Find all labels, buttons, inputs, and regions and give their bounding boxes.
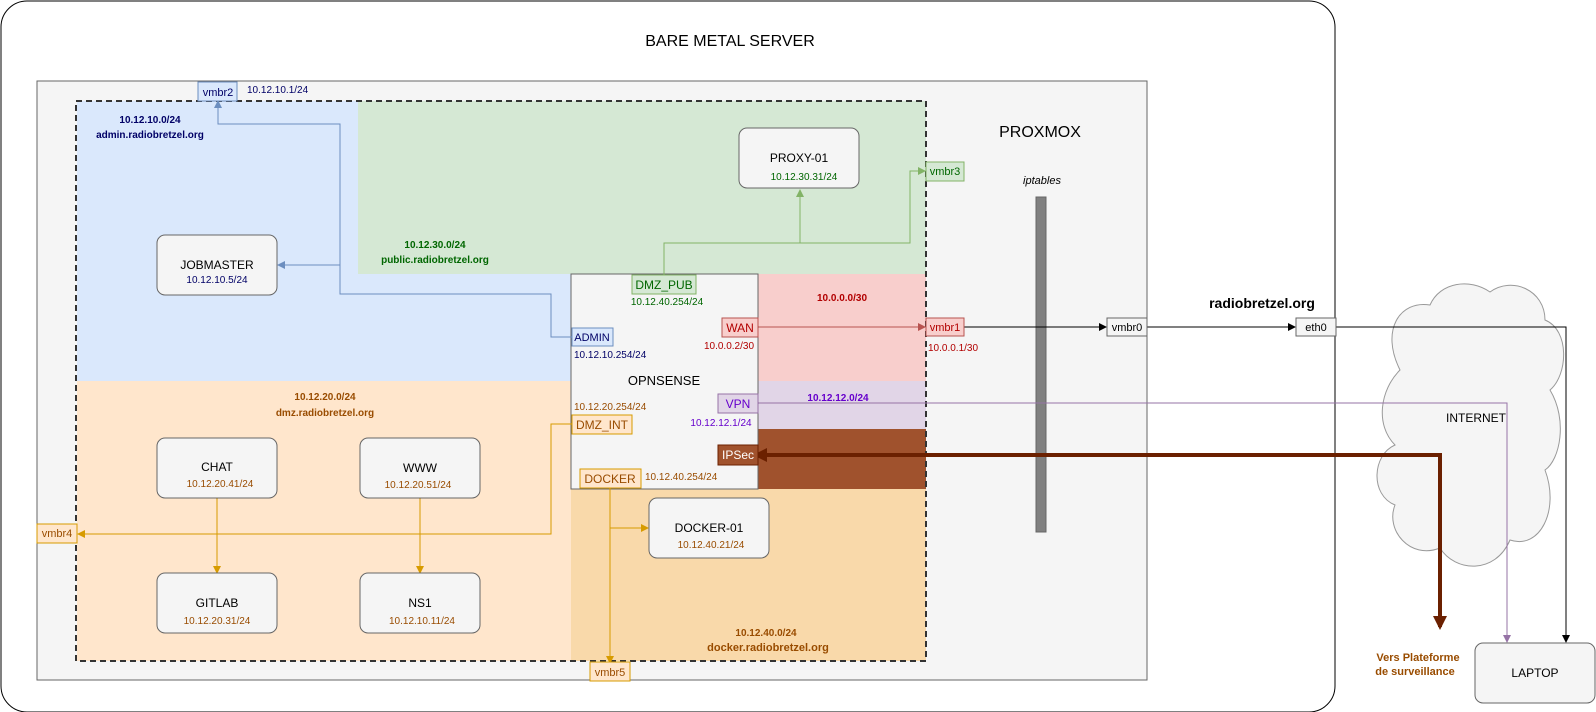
bridge-vmbr1: vmbr1 — [925, 317, 965, 337]
internet-label: INTERNET — [1446, 411, 1507, 425]
internet-cloud — [1376, 283, 1565, 567]
iface-admin: ADMIN — [571, 327, 614, 347]
host-ip: 10.12.10.5/24 — [186, 275, 248, 286]
iface-vpn-ip: 10.12.12.1/24 — [690, 418, 752, 429]
line-ipsec-surveillance — [753, 448, 1442, 627]
iface-admin-ip: 10.12.10.254/24 — [574, 350, 647, 361]
host-name: NS1 — [408, 596, 432, 610]
iface-dmz-int-ip: 10.12.20.254/24 — [574, 402, 647, 413]
bridge-label: vmbr3 — [930, 166, 961, 178]
zone-admin-net: 10.12.10.0/24 — [119, 115, 181, 126]
iptables-label: iptables — [1023, 175, 1061, 187]
host-ip: 10.12.30.31/24 — [771, 172, 838, 183]
iptables-bar — [1035, 196, 1047, 533]
bridge-vmbr1-ip: 10.0.0.1/30 — [928, 343, 978, 354]
line-vpn-laptop — [752, 399, 1511, 643]
host-www: WWW 10.12.20.51/24 — [359, 437, 481, 499]
bridge-vmbr2: vmbr2 — [197, 81, 238, 102]
line-eth0-laptop — [1328, 323, 1570, 643]
host-name: JOBMASTER — [180, 258, 254, 272]
iface-label: VPN — [726, 397, 751, 411]
zone-vpn — [758, 381, 926, 429]
host-name: WWW — [403, 461, 438, 475]
bridge-eth0: eth0 — [1295, 317, 1337, 337]
host-ip: 10.12.20.51/24 — [385, 480, 452, 491]
line-dmzpub-vmbr3 — [660, 167, 926, 281]
iface-dmz-pub-ip: 10.12.40.254/24 — [631, 297, 704, 308]
opnsense-label: OPNSENSE — [628, 373, 701, 388]
host-chat: CHAT 10.12.20.41/24 — [156, 437, 278, 499]
host-name: GITLAB — [196, 596, 239, 610]
iface-wan: WAN — [721, 317, 759, 338]
bridge-vmbr2-ip: 10.12.10.1/24 — [247, 85, 309, 96]
iface-wan-ip: 10.0.0.2/30 — [704, 341, 754, 352]
host-proxy-01: PROXY-01 10.12.30.31/24 — [738, 127, 860, 189]
line-admin-vmbr2 — [214, 100, 578, 341]
iface-vpn: VPN — [717, 393, 759, 414]
host-name: PROXY-01 — [770, 151, 829, 165]
iface-dmz-pub: DMZ_PUB — [631, 274, 697, 295]
host-gitlab: GITLAB 10.12.20.31/24 — [156, 572, 278, 634]
surveillance-line1: Vers Plateforme — [1376, 652, 1459, 664]
iface-dmz-int: DMZ_INT — [571, 414, 633, 435]
host-ip: 10.12.20.31/24 — [184, 616, 251, 627]
bridge-vmbr4: vmbr4 — [36, 523, 78, 544]
bridge-label: eth0 — [1305, 322, 1326, 334]
line-dmzint-vmbr4 — [77, 420, 578, 538]
bridge-vmbr5: vmbr5 — [589, 661, 631, 682]
iface-ipsec: IPSec — [717, 444, 759, 466]
iface-docker-ip: 10.12.40.254/24 — [645, 472, 718, 483]
host-name: LAPTOP — [1511, 666, 1558, 680]
zone-wan-net: 10.0.0.0/30 — [817, 293, 867, 304]
bridge-vmbr3: vmbr3 — [925, 161, 965, 182]
bare-metal-title: BARE METAL SERVER — [645, 33, 815, 50]
zone-dmz — [77, 381, 571, 661]
bridge-label: vmbr4 — [42, 528, 73, 540]
bridge-vmbr0: vmbr0 — [1106, 317, 1148, 337]
zone-dmz-domain: dmz.radiobretzel.org — [276, 408, 374, 419]
iface-label: DOCKER — [584, 472, 636, 486]
zone-admin-ext — [358, 274, 571, 381]
host-ns1: NS1 10.12.10.11/24 — [359, 572, 481, 634]
bridge-label: vmbr1 — [930, 322, 961, 334]
iface-label: DMZ_PUB — [635, 278, 692, 292]
host-docker-01: DOCKER-01 10.12.40.21/24 — [648, 497, 770, 559]
bridge-label: vmbr2 — [203, 87, 234, 99]
zone-public-domain: public.radiobretzel.org — [381, 255, 489, 266]
zone-docker-domain: docker.radiobretzel.org — [707, 642, 829, 654]
bridge-label: vmbr5 — [595, 667, 626, 679]
host-ip: 10.12.20.41/24 — [187, 479, 254, 490]
host-name: CHAT — [201, 460, 233, 474]
host-jobmaster: JOBMASTER 10.12.10.5/24 — [156, 234, 278, 296]
zone-docker-net: 10.12.40.0/24 — [735, 628, 797, 639]
zone-admin-domain: admin.radiobretzel.org — [96, 130, 204, 141]
bridge-label: vmbr0 — [1112, 322, 1143, 334]
zone-dmz-net: 10.12.20.0/24 — [294, 392, 356, 403]
internet-domain: radiobretzel.org — [1209, 295, 1315, 311]
host-name: DOCKER-01 — [675, 521, 744, 535]
host-ip: 10.12.40.21/24 — [678, 540, 745, 551]
zone-public-net: 10.12.30.0/24 — [404, 240, 466, 251]
iface-label: DMZ_INT — [576, 418, 629, 432]
iface-label: WAN — [726, 321, 754, 335]
iface-label: IPSec — [722, 448, 754, 462]
surveillance-line2: de surveillance — [1375, 666, 1455, 678]
iface-label: ADMIN — [574, 332, 610, 344]
host-ip: 10.12.10.11/24 — [389, 616, 455, 627]
zone-vpn-net: 10.12.12.0/24 — [807, 393, 869, 404]
iface-docker: DOCKER — [579, 468, 642, 489]
proxmox-title: PROXMOX — [999, 124, 1081, 141]
zone-ipsec — [758, 429, 926, 489]
host-laptop: LAPTOP — [1474, 642, 1596, 704]
